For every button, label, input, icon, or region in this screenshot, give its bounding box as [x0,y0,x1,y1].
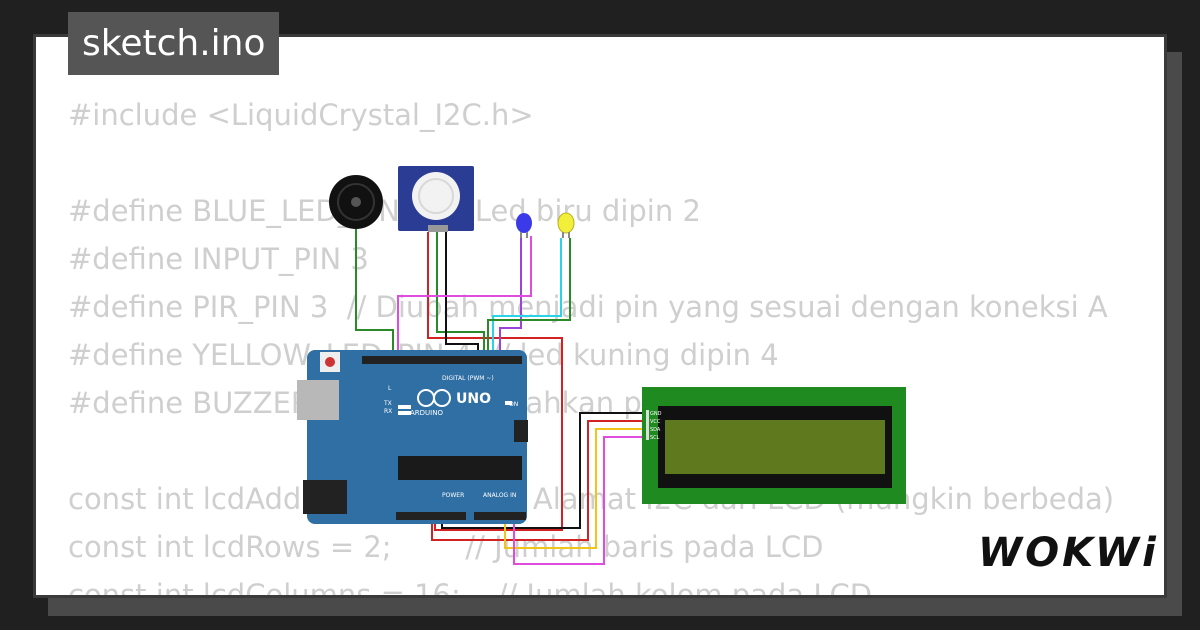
code-line: const int lcdColumns = 16; // Jumlah kol… [68,578,873,598]
code-line: #define PIR_PIN 3 // Diubah menjadi pin … [68,290,1108,324]
lcd-pin-gnd: GND [650,411,662,417]
wokwi-logo: WOKWi [978,530,1159,576]
lcd-pin-vcc: VCC [650,419,661,425]
blue-led-wire [499,236,522,357]
wires [344,204,648,565]
lcd-sda-wire [504,428,648,549]
pink-wire [397,236,532,357]
buzzer[interactable] [329,175,383,229]
code-line: #include <LiquidCrystal_I2C.h> [68,98,534,132]
code-line: #define BLUE_LED_PIN 2 // Led biru dipin… [68,194,701,228]
lcd-display[interactable] [642,387,906,504]
yellow-led-anode-wire [492,238,562,357]
yellow-led[interactable] [557,212,575,238]
lcd-vcc-wire [431,420,648,541]
l-led-label: L [388,385,392,392]
rx-label: RX [384,408,392,415]
pir-out-wire [436,232,485,357]
board-brand: ARDUINO [410,409,443,417]
code-line: #define INPUT_PIN 3 [68,242,369,276]
pir-sensor[interactable] [398,166,474,232]
power-header-label: POWER [442,492,464,499]
lcd-scl-wire [513,436,648,565]
board-model: UNO [456,391,491,407]
lcd-pin-scl: SCL [650,435,660,441]
digital-header-label: DIGITAL (PWM ~) [442,375,494,382]
lcd-pin-sda: SDA [650,427,661,433]
analog-header-label: ANALOG IN [483,492,516,499]
yellow-led-gnd-wire [487,238,571,357]
sketch-file-title: sketch.ino [68,12,280,75]
blue-led[interactable] [516,213,532,238]
on-label: ON [509,401,518,408]
tx-label: TX [383,400,392,407]
arduino-uno-board[interactable] [297,350,528,524]
pir-vcc-wire [427,232,563,531]
lcd-gnd-wire [441,412,648,529]
